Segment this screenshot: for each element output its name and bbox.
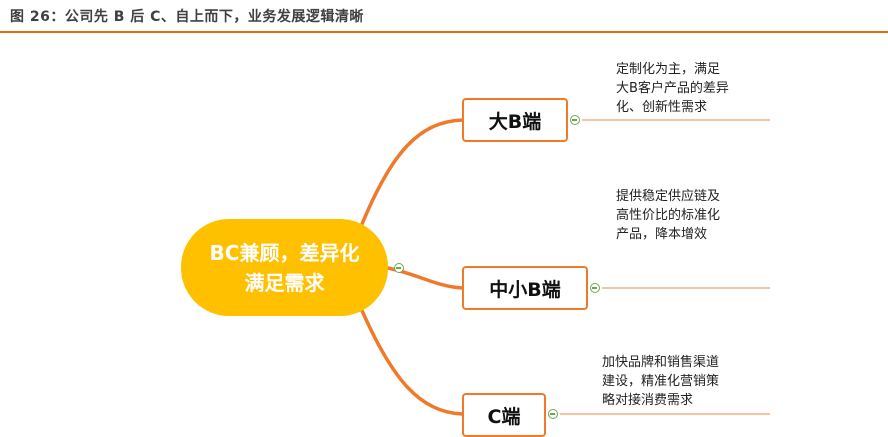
branch-node-large-b[interactable]: 大B端 (462, 98, 568, 142)
connector-root-to-large-b (358, 118, 464, 231)
branch-label-small-b: 中小B端 (489, 278, 561, 301)
title-divider (0, 31, 888, 33)
collapse-minus-icon[interactable] (394, 263, 404, 273)
branch-note-large-b: 定制化为主，满足 大B客户产品的差异 化、创新性需求 (616, 62, 729, 115)
collapse-minus-icon[interactable] (548, 409, 558, 419)
branch-node-small-b[interactable]: 中小B端 (462, 266, 588, 310)
collapse-minus-icon[interactable] (590, 283, 600, 293)
figure-title: 图 26：公司先 B 后 C、自上而下，业务发展逻辑清晰 (10, 9, 364, 25)
branch-node-c[interactable]: C端 (462, 393, 546, 437)
branch-note-c: 加快品牌和销售渠道 建设，精准化营销策 略对接消费需求 (602, 355, 720, 408)
root-node[interactable]: BC兼顾，差异化满足需求 (181, 219, 388, 316)
branch-note-small-b: 提供稳定供应链及 高性价比的标准化 产品，降本增效 (616, 189, 721, 242)
root-node-label: BC兼顾，差异化满足需求 (209, 240, 360, 295)
branch-label-large-b: 大B端 (488, 110, 542, 133)
branch-label-c: C端 (487, 405, 521, 428)
connector-root-to-c (358, 304, 464, 416)
collapse-minus-icon[interactable] (570, 115, 580, 125)
